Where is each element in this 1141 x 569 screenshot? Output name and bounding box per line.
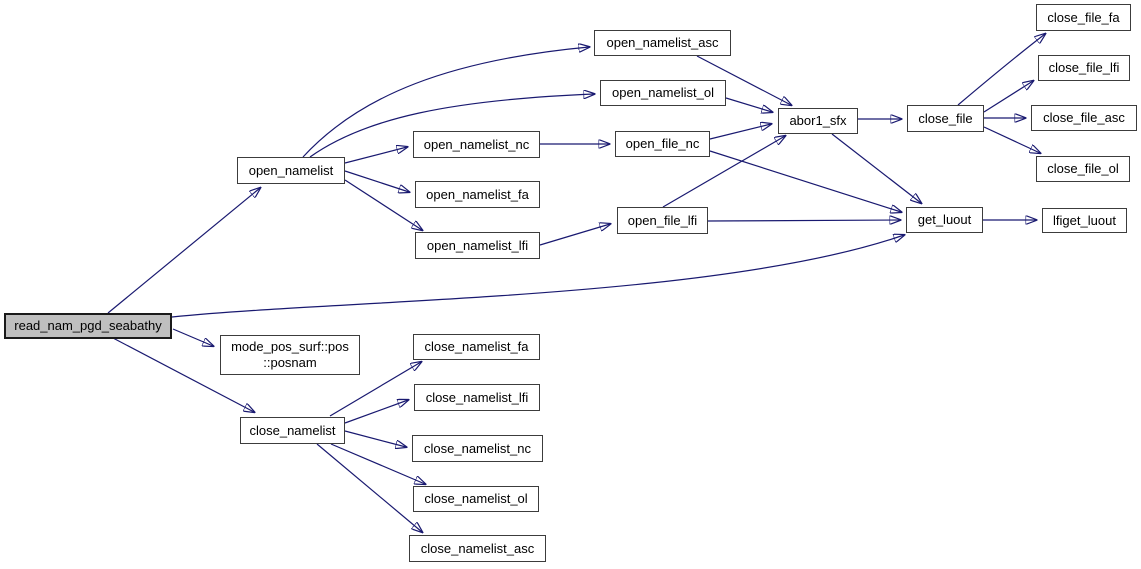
edge-close_namelist--close_namelist_ol	[330, 443, 425, 484]
node-open_namelist_asc[interactable]: open_namelist_asc	[594, 30, 731, 56]
edge-read_nam_pgd_seabathy--open_namelist	[107, 188, 260, 314]
node-open_file_lfi[interactable]: open_file_lfi	[617, 207, 708, 234]
node-close_namelist_ol[interactable]: close_namelist_ol	[413, 486, 539, 512]
edge-open_namelist--open_namelist_ol	[309, 94, 594, 158]
edge-close_file--close_file_ol	[983, 126, 1040, 153]
edge-open_file_nc--abor1_sfx	[709, 124, 771, 140]
edge-open_namelist--open_namelist_fa	[344, 170, 409, 192]
node-lfiget_luout[interactable]: lfiget_luout	[1042, 208, 1127, 233]
node-open_file_nc[interactable]: open_file_nc	[615, 131, 710, 157]
node-close_file_asc[interactable]: close_file_asc	[1031, 105, 1137, 131]
edge-close_namelist--close_namelist_lfi	[344, 400, 408, 424]
node-open_namelist_nc[interactable]: open_namelist_nc	[413, 131, 540, 158]
node-close_namelist_lfi[interactable]: close_namelist_lfi	[414, 384, 540, 411]
node-close_namelist[interactable]: close_namelist	[240, 417, 345, 444]
edge-close_file--close_file_fa	[957, 34, 1045, 106]
edge-read_nam_pgd_seabathy--get_luout	[171, 235, 904, 318]
node-read_nam_pgd_seabathy: read_nam_pgd_seabathy	[4, 313, 172, 339]
edge-close_namelist--close_namelist_nc	[344, 430, 406, 447]
edge-open_namelist_asc--abor1_sfx	[696, 55, 791, 105]
edge-abor1_sfx--get_luout	[831, 133, 921, 203]
edge-open_namelist--open_namelist_asc	[302, 47, 589, 158]
node-close_namelist_nc[interactable]: close_namelist_nc	[412, 435, 543, 462]
edge-open_file_lfi--abor1_sfx	[662, 136, 785, 208]
node-close_file_ol[interactable]: close_file_ol	[1036, 156, 1130, 182]
node-open_namelist_ol[interactable]: open_namelist_ol	[600, 80, 726, 106]
edge-open_file_nc--get_luout	[709, 150, 901, 212]
node-mode_pos_surf_posnam[interactable]: mode_pos_surf::pos ::posnam	[220, 335, 360, 375]
node-get_luout[interactable]: get_luout	[906, 207, 983, 233]
edge-close_file--close_file_lfi	[983, 81, 1033, 113]
edge-read_nam_pgd_seabathy--mode_pos_surf_posnam	[172, 328, 213, 346]
node-open_namelist_lfi[interactable]: open_namelist_lfi	[415, 232, 540, 259]
node-close_file[interactable]: close_file	[907, 105, 984, 132]
edge-open_namelist_ol--abor1_sfx	[725, 97, 772, 112]
node-close_file_lfi[interactable]: close_file_lfi	[1038, 55, 1130, 81]
node-close_namelist_asc[interactable]: close_namelist_asc	[409, 535, 546, 562]
edge-close_namelist--close_namelist_fa	[329, 362, 421, 417]
edge-close_namelist--close_namelist_asc	[316, 443, 422, 532]
node-close_namelist_fa[interactable]: close_namelist_fa	[413, 334, 540, 360]
edge-open_namelist--open_namelist_lfi	[344, 179, 422, 230]
edge-open_namelist--open_namelist_nc	[344, 147, 407, 164]
node-open_namelist[interactable]: open_namelist	[237, 157, 345, 184]
edge-read_nam_pgd_seabathy--close_namelist	[112, 337, 254, 412]
edge-open_namelist_lfi--open_file_lfi	[539, 224, 610, 246]
node-abor1_sfx[interactable]: abor1_sfx	[778, 108, 858, 134]
edge-open_file_lfi--get_luout	[707, 220, 900, 221]
node-open_namelist_fa[interactable]: open_namelist_fa	[415, 181, 540, 208]
node-close_file_fa[interactable]: close_file_fa	[1036, 4, 1131, 31]
